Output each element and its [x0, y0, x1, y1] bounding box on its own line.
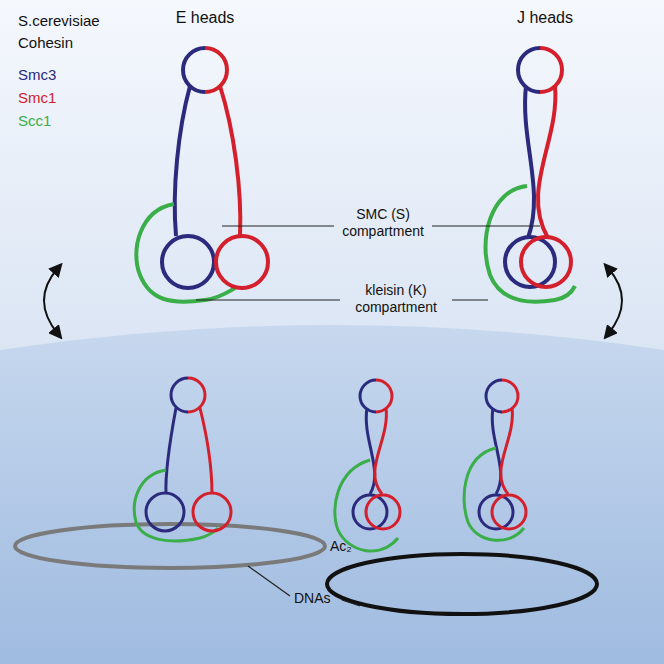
complex-label: Cohesin [18, 34, 73, 52]
transition-arrow [44, 268, 58, 334]
organism-label: S.cerevisiae [18, 12, 100, 30]
legend-entry: Smc1 [18, 89, 56, 107]
compartment-label: SMC (S) compartment [338, 206, 428, 240]
compartment-label: kleisin (K) compartment [346, 282, 446, 316]
legend-entry: Scc1 [18, 112, 51, 130]
legend-entry: Smc3 [18, 66, 56, 84]
cohesin-j-on-dna [464, 380, 526, 540]
cohesin-e-heads [136, 48, 268, 302]
leader-lines [248, 566, 360, 606]
state-label: E heads [176, 8, 235, 27]
cohesin-j-heads [486, 48, 575, 302]
background-band [0, 325, 664, 664]
modification-label: Ac₂ [330, 538, 352, 555]
state-label: J heads [517, 8, 573, 27]
dna-label: DNAs [294, 590, 331, 607]
cohesin-j-acetylated [327, 380, 597, 614]
transition-arrow [608, 268, 622, 334]
cohesin-e-on-dna [15, 378, 325, 568]
